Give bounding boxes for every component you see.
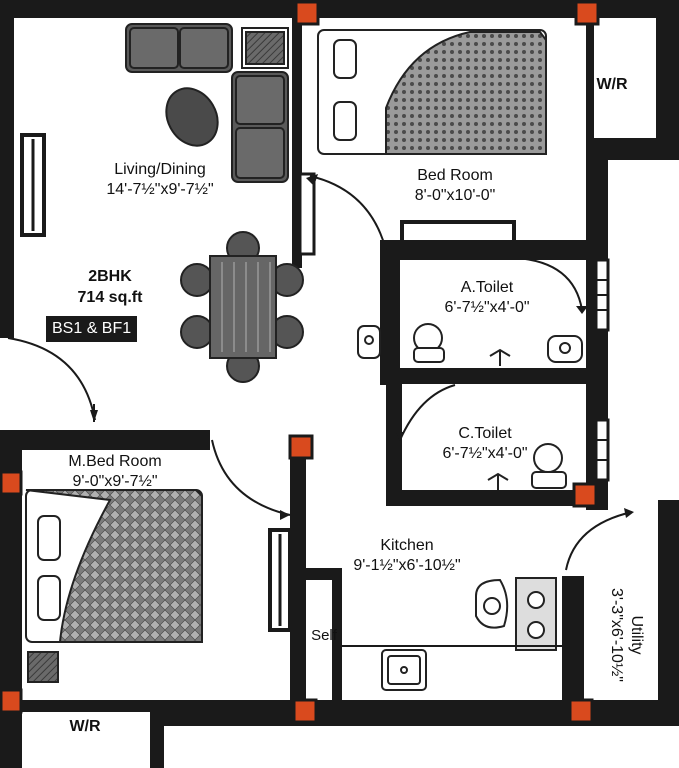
self-label: Self <box>311 627 337 644</box>
bedroom-size: 8'-0"x10'-0" <box>414 187 496 204</box>
wardrobe-top-label: W/R <box>596 76 628 93</box>
common-toilet-fixtures <box>487 443 567 490</box>
attached-toilet-fixtures <box>357 323 583 366</box>
bedroom-bed <box>317 29 547 155</box>
master-bedroom-name: M.Bed Room <box>68 453 162 470</box>
dining-table-set <box>180 231 304 383</box>
master-bedroom-label: M.Bed Room 9'-0"x9'-7½" <box>40 452 190 492</box>
utility-label: Utility 3'-3"x6'-10½" <box>604 570 646 700</box>
structural-columns <box>0 0 600 724</box>
unit-area: 714 sq.ft <box>77 289 143 306</box>
kitchen-size: 9'-1½"x6'-10½" <box>353 557 461 574</box>
bedroom-name: Bed Room <box>417 167 493 184</box>
bedroom-label: Bed Room 8'-0"x10'-0" <box>380 166 530 206</box>
common-toilet-size: 6'-7½"x4'-0" <box>442 445 528 462</box>
common-toilet-label: C.Toilet 6'-7½"x4'-0" <box>410 424 560 464</box>
kitchen-name: Kitchen <box>380 537 434 554</box>
attached-toilet-label: A.Toilet 6'-7½"x4'-0" <box>412 278 562 318</box>
attached-toilet-size: 6'-7½"x4'-0" <box>444 299 530 316</box>
living-dining-label: Living/Dining 14'-7½"x9'-7½" <box>80 160 240 200</box>
windows <box>20 133 610 632</box>
door-arrows <box>90 174 634 520</box>
kitchen-label: Kitchen 9'-1½"x6'-10½" <box>332 536 482 576</box>
common-toilet-name: C.Toilet <box>458 425 512 442</box>
living-dining-name: Living/Dining <box>114 161 206 178</box>
living-sofa-set <box>125 23 289 183</box>
block-badge: BS1 & BF1 <box>46 316 138 342</box>
master-bedroom-bed <box>25 489 203 683</box>
utility-name: Utility <box>628 615 645 655</box>
utility-size: 3'-3"x6'-10½" <box>608 588 625 682</box>
attached-toilet-name: A.Toilet <box>460 279 514 296</box>
master-bedroom-size: 9'-0"x9'-7½" <box>72 473 158 490</box>
doors <box>7 175 633 571</box>
wardrobe-bottom-label: W/R <box>69 718 101 735</box>
unit-type: 2BHK <box>88 268 132 285</box>
living-dining-size: 14'-7½"x9'-7½" <box>106 181 214 198</box>
unit-info: 2BHK 714 sq.ft <box>50 266 170 308</box>
kitchen-fixtures <box>381 577 557 691</box>
